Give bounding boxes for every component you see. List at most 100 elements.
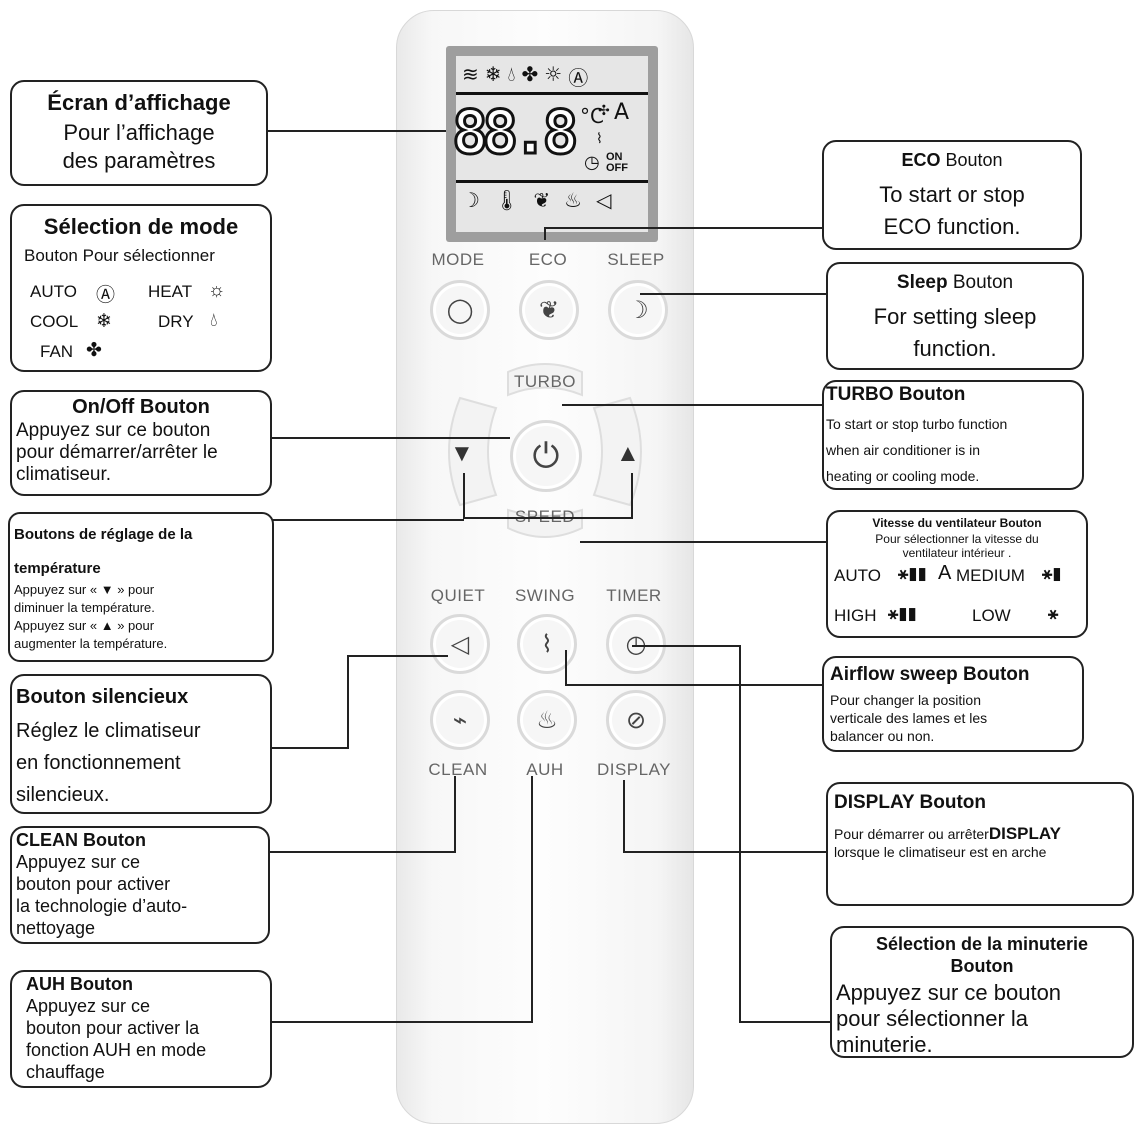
power-button[interactable]: ⏻ (510, 420, 582, 492)
drop-icon: 💧︎ (210, 310, 218, 331)
mode-item-label: DRY (158, 312, 194, 331)
temp-down-button[interactable]: ▼ (450, 440, 474, 468)
callout-onoff-line: pour démarrer/arrêter le (16, 442, 218, 463)
auh-label: AUH (526, 760, 564, 779)
callout-display-title: DISPLAY Bouton (834, 792, 987, 813)
leaf-icon: ❦ (533, 188, 551, 212)
lcd-swing-icon: ⌇ (596, 130, 603, 146)
callout-speed-line: Pour sélectionner la vitesse du (875, 532, 1039, 546)
display-label: DISPLAY (596, 760, 672, 779)
lcd-top-icons: ≋ ❄ 💧︎ ✤ ☼ Ⓐ (462, 62, 588, 91)
callout-auh-line: bouton pour activer la (26, 1018, 200, 1038)
speed-button[interactable]: SPEED (514, 507, 576, 526)
callout-ecran-line: Pour l’affichage (63, 120, 215, 145)
lcd-screen (456, 56, 648, 232)
callout-ecran: Écran d’affichage Pour l’affichage des p… (10, 80, 268, 186)
quiet-label: QUIET (430, 586, 486, 605)
callout-auh-title: AUH Bouton (26, 974, 133, 994)
lcd-fan-auto: A (614, 100, 630, 125)
auto-icon: Ⓐ (96, 285, 116, 306)
snowflake-icon: ❄ (96, 311, 112, 332)
callout-speed: Vitesse du ventilateur Bouton Pour sélec… (826, 510, 1088, 638)
lcd-on-off: ON OFF (606, 151, 628, 174)
broom-icon: ⌁ (452, 706, 468, 734)
turbo-button[interactable]: TURBO (514, 372, 576, 391)
circle-icon: ◯ (446, 296, 474, 324)
timer-button[interactable]: ◷ (606, 614, 666, 674)
callout-speed-title: Vitesse du ventilateur Bouton (872, 516, 1042, 530)
callout-temp-title: température (14, 560, 101, 577)
callout-onoff-title: On/Off Bouton (72, 396, 210, 418)
clean-button[interactable]: ⌁ (430, 690, 490, 750)
callout-sleep-title: Sleep Bouton (896, 272, 1014, 293)
lcd-separator (456, 92, 648, 95)
mode-item-label: AUTO (30, 282, 77, 301)
callout-temp-line: Appuyez sur « ▼ » pour (14, 582, 155, 597)
callout-display-line: Pour démarrer ou arrêterDISPLAY (834, 824, 1061, 843)
callout-onoff-line: climatiseur. (16, 464, 112, 485)
callout-swing-title: Airflow sweep Bouton (830, 664, 1030, 685)
speed-level-label: HIGH (834, 606, 877, 625)
callout-clean-line: la technologie d’auto- (16, 896, 188, 916)
clock-icon: ◷ (625, 630, 647, 658)
callout-timer-line: Appuyez sur ce bouton (836, 980, 1062, 1005)
callout-clean-title: CLEAN Bouton (16, 830, 146, 850)
clean-label: CLEAN (428, 760, 488, 779)
quiet-button[interactable]: ◁ (430, 614, 490, 674)
callout-timer-title: Bouton (950, 956, 1014, 976)
callout-temp-title: Boutons de réglage de la (14, 526, 193, 543)
lcd-clock-icon: ◷ (584, 152, 600, 172)
callout-clean-line: Appuyez sur ce (16, 852, 141, 872)
callout-temp: Boutons de réglage de la température App… (8, 512, 274, 662)
display-button[interactable]: ⊘ (606, 690, 666, 750)
fan-speed-high-icon: ⚹▮▮ (888, 604, 917, 623)
triangle-up-icon: ▲ (616, 440, 640, 467)
sleep-button[interactable]: ☽ (608, 280, 668, 340)
leaf-icon: ❦ (538, 296, 560, 324)
callout-sleep-line: function. (913, 336, 997, 361)
callout-temp-line: diminuer la température. (14, 600, 155, 615)
callout-eco-line: ECO function. (883, 214, 1021, 239)
callout-auh-line: chauffage (26, 1062, 105, 1082)
eco-label: ECO (528, 250, 568, 269)
callout-swing: Airflow sweep Bouton Pour changer la pos… (822, 656, 1084, 752)
snowflake-icon: ❄ (484, 62, 502, 86)
callout-eco-title: ECO Bouton (901, 150, 1003, 170)
fan-icon: ✤ (521, 62, 539, 86)
eco-button[interactable]: ❦ (519, 280, 579, 340)
power-icon: ⏻ (532, 436, 560, 475)
callout-swing-line: Pour changer la position (830, 692, 981, 708)
callout-display: DISPLAY Bouton Pour démarrer ou arrêterD… (826, 782, 1134, 906)
callout-mode-title: Sélection de mode (43, 214, 239, 239)
callout-sleep: Sleep Bouton For setting sleep function. (826, 262, 1084, 370)
fan-speed-auto-icon: ⚹▮▮ (898, 564, 927, 583)
callout-turbo-title: TURBO Bouton (826, 384, 966, 405)
temp-up-button[interactable]: ▲ (616, 440, 640, 468)
callout-turbo-line: when air conditioner is in (826, 442, 981, 458)
callout-quiet-line: silencieux. (16, 784, 110, 806)
sun-icon: ☼ (208, 280, 226, 301)
speed-level-label: MEDIUM (956, 566, 1025, 585)
callout-mode-subtitle: Bouton Pour sélectionner (24, 246, 215, 265)
mode-button[interactable]: ◯ (430, 280, 490, 340)
callout-clean-line: bouton pour activer (16, 874, 171, 894)
callout-display-line: lorsque le climatiseur est en arche (834, 844, 1047, 860)
auh-button[interactable]: ♨ (517, 690, 577, 750)
callout-turbo-line: heating or cooling mode. (826, 468, 980, 484)
mode-item-label: COOL (30, 312, 79, 331)
callout-ecran-title: Écran d’affichage (47, 90, 231, 115)
callout-clean: CLEAN Bouton Appuyez sur ce bouton pour … (10, 826, 270, 944)
lcd-unit: °C (580, 104, 604, 128)
sleep-label: SLEEP (607, 250, 665, 269)
speed-level-label: AUTO (834, 566, 881, 585)
fan-icon: ✤ (86, 340, 102, 361)
triangle-down-icon: ▼ (450, 440, 474, 467)
mode-label: MODE (431, 250, 485, 269)
moon-icon: ☽ (627, 296, 649, 324)
wifi-icon: ≋ (462, 62, 479, 86)
callout-timer-line: pour sélectionner la (836, 1006, 1029, 1031)
speed-level-label: LOW (972, 606, 1011, 625)
speed-auto-mark: A (938, 562, 952, 584)
